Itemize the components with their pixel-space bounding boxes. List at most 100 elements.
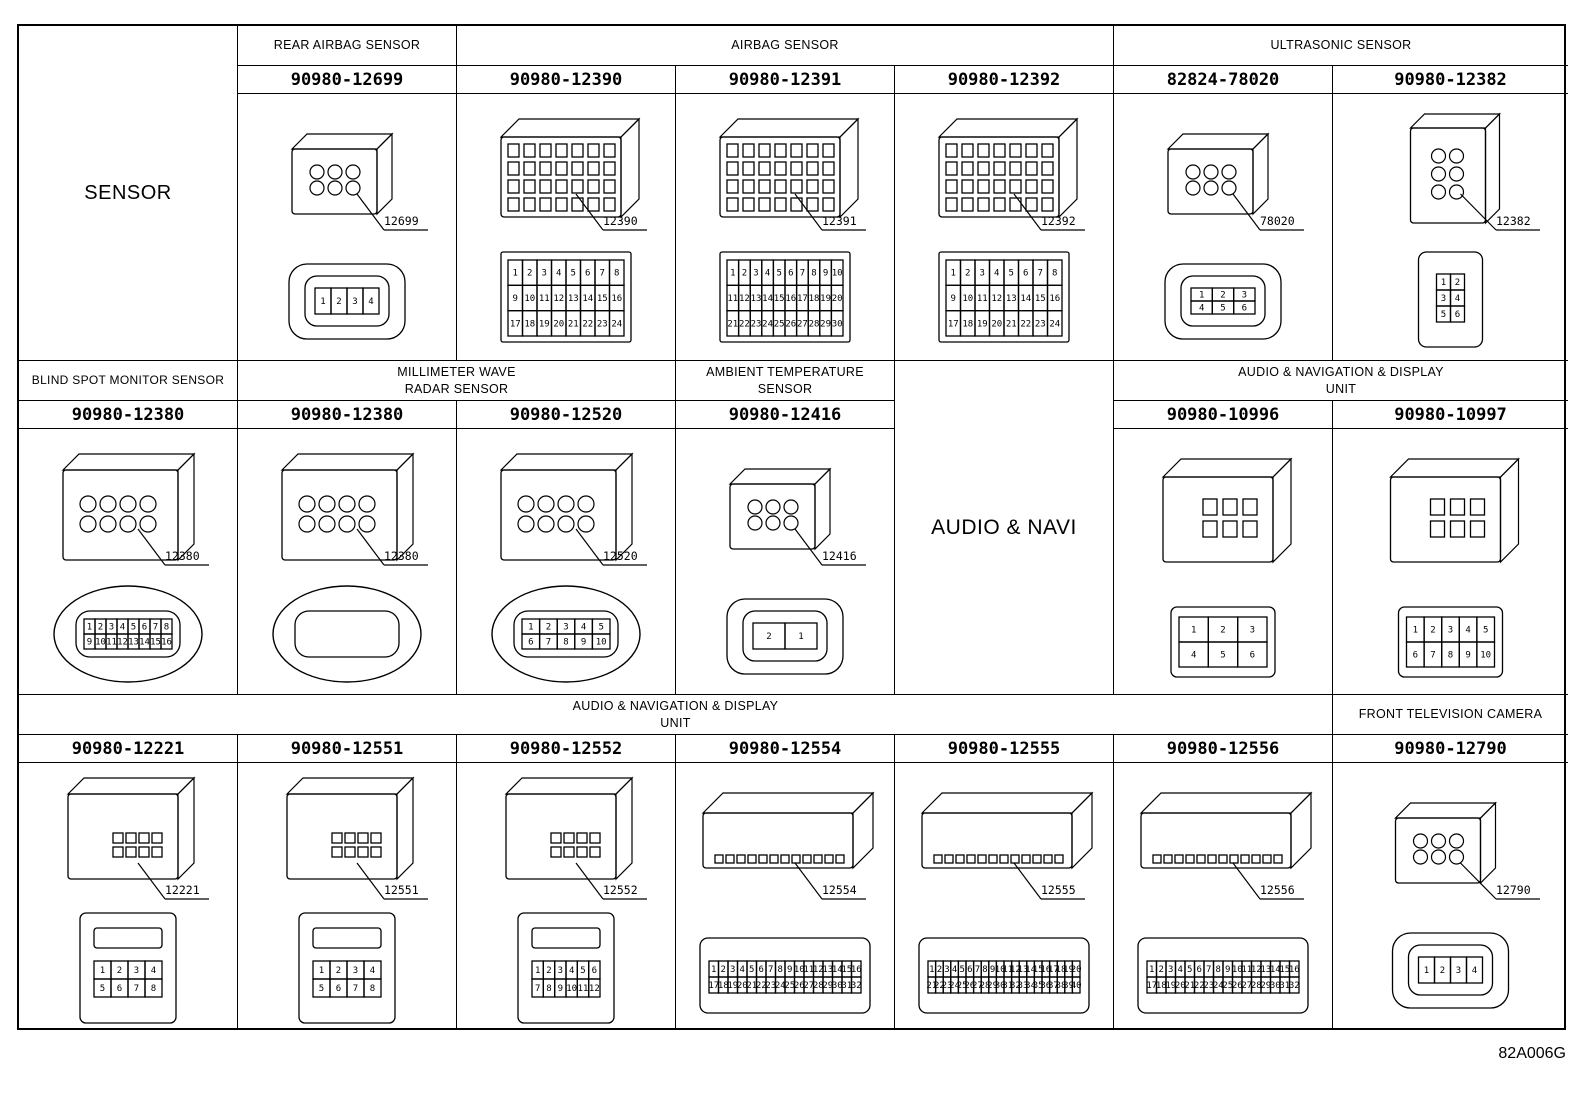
pin-number: 4 [765, 269, 770, 279]
pin-number: 7 [535, 984, 540, 994]
pin-number: 4 [1465, 626, 1470, 636]
pin-number: 8 [1052, 269, 1057, 279]
pin-cell [850, 976, 862, 994]
part-number: 90980-10997 [1333, 401, 1568, 429]
pin-number: 18 [1156, 981, 1167, 991]
pin-number: 1 [100, 966, 105, 976]
pin-number: 22 [1194, 981, 1205, 991]
pin-number: 11 [727, 294, 738, 304]
pin-number: 6 [1455, 310, 1460, 320]
pin-number: 17 [1048, 965, 1059, 975]
pin-number: 25 [957, 981, 968, 991]
pin-number: 2 [1430, 626, 1435, 636]
connector-face [719, 251, 851, 343]
pin-number: 6 [1023, 269, 1028, 279]
pin-number: 27 [1241, 981, 1252, 991]
pin-number: 24 [762, 319, 773, 329]
part-number: 90980-12790 [1333, 735, 1568, 763]
pin-number: 16 [1049, 294, 1060, 304]
part-callout: 12380 [384, 549, 419, 563]
pin-number: 8 [546, 984, 551, 994]
pin-number: 8 [982, 965, 987, 975]
pin-number: 34 [1025, 981, 1036, 991]
pin-cell [784, 622, 818, 650]
part-number: 90980-12221 [19, 735, 238, 763]
pin-number: 2 [336, 966, 341, 976]
pin-number: 6 [1197, 965, 1202, 975]
pin-number: 31 [841, 981, 852, 991]
pin-number: 17 [948, 319, 959, 329]
pin-number: 9 [823, 269, 828, 279]
pin-number: 3 [542, 269, 547, 279]
pin-number: 1 [730, 269, 735, 279]
pin-number: 10 [596, 638, 607, 648]
pin-number: 7 [800, 269, 805, 279]
pin-number: 3 [563, 623, 568, 633]
connector-face [726, 598, 844, 675]
pin-number: 2 [546, 966, 551, 976]
pin-number: 9 [1465, 651, 1470, 661]
pin-number: 16 [1040, 965, 1051, 975]
pin-number: 26 [794, 981, 805, 991]
pin-number: 36 [1040, 981, 1051, 991]
part-callout: 12699 [384, 214, 419, 228]
pin-number: 7 [975, 965, 980, 975]
pin-number: 8 [164, 623, 169, 633]
pin-number: 2 [1159, 965, 1164, 975]
pin-number: 18 [718, 981, 729, 991]
pin-number: 39 [1063, 981, 1074, 991]
pin-number: 19 [977, 319, 988, 329]
pin-number: 19 [820, 294, 831, 304]
part-number: 90980-12520 [457, 401, 676, 429]
pin-number: 1 [929, 965, 934, 975]
pin-number: 27 [972, 981, 983, 991]
pin-number: 11 [1002, 965, 1013, 975]
connector-face [1170, 606, 1276, 678]
pin-number: 5 [580, 966, 585, 976]
part-callout: 12391 [822, 214, 857, 228]
pin-number: 3 [353, 966, 358, 976]
connector-face [938, 251, 1070, 343]
pin-number: 24 [1049, 319, 1060, 329]
connector-body [281, 469, 398, 561]
pin-number: 8 [563, 638, 568, 648]
connector-body [1389, 476, 1502, 563]
connector-drawing: 12380 [238, 429, 457, 695]
pin-number: 7 [153, 623, 158, 633]
connector-face [517, 912, 615, 1024]
pin-number: 21 [727, 319, 738, 329]
section-label-sensor: SENSOR [19, 26, 238, 361]
pin-number: 11 [977, 294, 988, 304]
pin-cell [1449, 305, 1466, 323]
pin-number: 3 [558, 966, 563, 976]
part-number: 90980-12552 [457, 735, 676, 763]
pin-number: 14 [1270, 965, 1281, 975]
pin-number: 29 [820, 319, 831, 329]
pin-number: 6 [788, 269, 793, 279]
pin-number: 15 [150, 638, 161, 648]
pin-cell [830, 310, 844, 337]
part-callout: 12392 [1041, 214, 1076, 228]
category-airbag-sensor: AIRBAG SENSOR [457, 26, 1114, 66]
pin-number: 21 [568, 319, 579, 329]
pin-number: 15 [1035, 294, 1046, 304]
pin-number: 15 [1033, 965, 1044, 975]
pin-number: 16 [785, 294, 796, 304]
pin-number: 33 [1018, 981, 1029, 991]
pin-number: 3 [1441, 294, 1446, 304]
pin-number: 29 [1260, 981, 1271, 991]
pin-number: 17 [510, 319, 521, 329]
pin-number: 5 [598, 623, 603, 633]
